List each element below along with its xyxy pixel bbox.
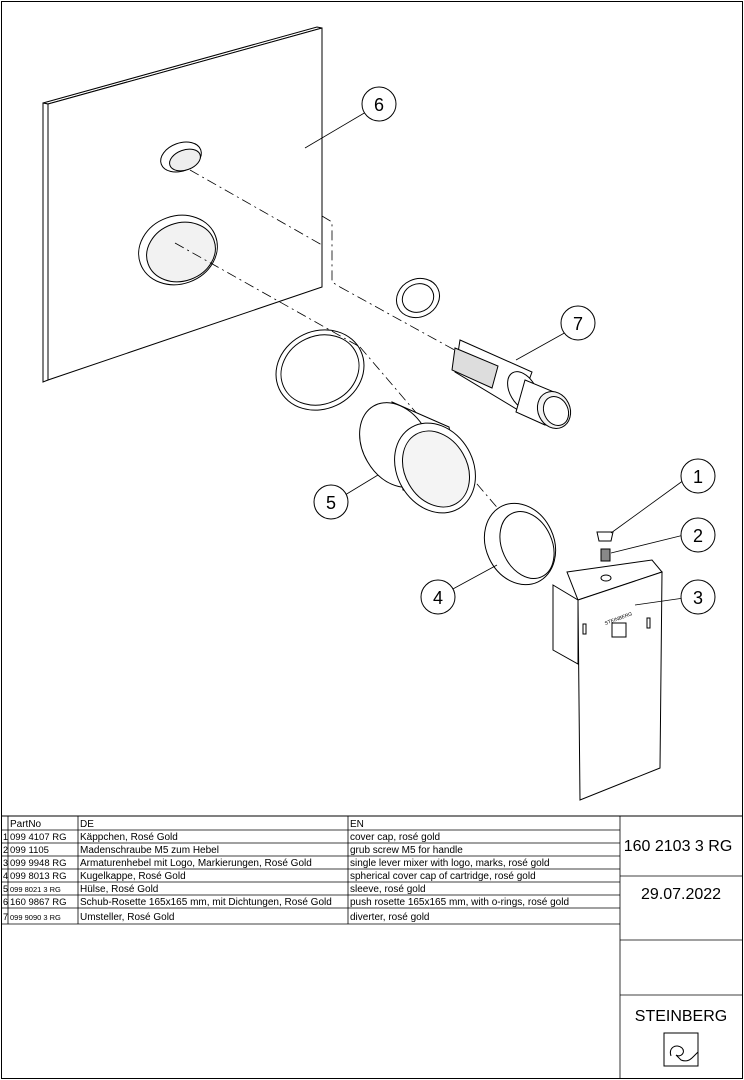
row-partno: 099 8021 3 RG [10,885,61,894]
row-partno: 099 1105 [10,845,49,856]
diverter-ring-drawing [396,277,440,319]
callout-7: 7 [560,305,596,341]
row-de: Kugelkappe, Rosé Gold [80,871,186,882]
table-row: 6 160 9867 RG Schub-Rosette 165x165 mm, … [3,897,569,908]
brand-name: STEINBERG [635,1008,727,1025]
callout-2: 2 [680,517,716,553]
callout-5: 5 [313,484,349,520]
row-en: diverter, rosé gold [350,912,430,923]
row-de: Hülse, Rosé Gold [80,884,158,895]
title-block [620,875,743,996]
o-ring-drawing [275,329,365,411]
callout-2-label: 2 [693,526,703,546]
table-row: 7 099 9090 3 RG Umsteller, Rosé Gold div… [3,912,430,923]
table-row: 4 099 8013 RG Kugelkappe, Rosé Gold sphe… [3,871,536,882]
callout-1: 1 [680,458,716,494]
callout-6: 6 [361,86,397,122]
row-en: single lever mixer with logo, marks, ros… [350,858,550,869]
table-row: 5 099 8021 3 RG Hülse, Rosé Gold sleeve,… [3,884,426,895]
row-partno: 099 8013 RG [10,871,67,882]
row-en: push rosette 165x165 mm, with o-rings, r… [350,897,569,908]
product-number: 160 2103 3 RG [624,838,733,855]
leader-lines [304,111,685,606]
header-de: DE [80,819,94,830]
diverter-cartridge-drawing [451,339,572,429]
row-index: 1 [3,832,8,842]
callout-7-label: 7 [573,314,583,334]
callout-6-label: 6 [374,95,384,115]
row-index: 5 [3,884,8,894]
row-de: Armaturenhebel mit Logo, Markierungen, R… [80,858,312,869]
row-partno: 099 4107 RG [10,832,67,843]
row-en: grub screw M5 for handle [350,845,463,856]
row-de: Schub-Rosette 165x165 mm, mit Dichtungen… [80,897,332,908]
parts-table [1,816,621,1078]
parts-table-header: PartNo DE EN [10,819,364,830]
callout-1-label: 1 [693,467,703,487]
brand-logo-icon [663,1032,699,1067]
callout-3-label: 3 [693,588,703,608]
row-en: sleeve, rosé gold [350,884,426,895]
callout-4: 4 [420,579,456,615]
callout-3: 3 [680,579,716,615]
row-de: Madenschraube M5 zum Hebel [80,845,219,856]
table-row: 1 099 4107 RG Käppchen, Rosé Gold cover … [3,832,440,843]
drawing-date: 29.07.2022 [641,886,721,903]
callout-5-label: 5 [326,493,336,513]
row-index: 6 [3,897,8,907]
row-en: spherical cover cap of cartridge, rosé g… [350,871,536,882]
header-partno: PartNo [10,819,42,830]
spherical-cap-drawing [483,502,557,586]
table-row: 3 099 9948 RG Armaturenhebel mit Logo, M… [3,858,550,869]
assembly-axis-lines [174,169,561,547]
row-index: 7 [3,912,8,922]
header-en: EN [350,819,364,830]
lever-handle-drawing: STEINBERG [552,559,663,801]
row-de: Käppchen, Rosé Gold [80,832,178,843]
table-row: 2 099 1105 Madenschraube M5 zum Hebel gr… [3,845,463,856]
cover-cap-drawing [596,531,614,542]
sleeve-drawing [359,401,476,514]
rosette-plate-drawing [42,26,323,383]
grub-screw-drawing [600,548,611,562]
callout-4-label: 4 [433,588,443,608]
parts-table-rows: 1 099 4107 RG Käppchen, Rosé Gold cover … [3,832,569,923]
row-index: 4 [3,871,8,881]
row-index: 2 [3,845,8,855]
row-partno: 099 9948 RG [10,858,67,869]
row-partno: 160 9867 RG [10,897,67,908]
row-index: 3 [3,858,8,868]
row-en: cover cap, rosé gold [350,832,440,843]
row-de: Umsteller, Rosé Gold [80,912,174,923]
row-partno: 099 9090 3 RG [10,913,61,922]
